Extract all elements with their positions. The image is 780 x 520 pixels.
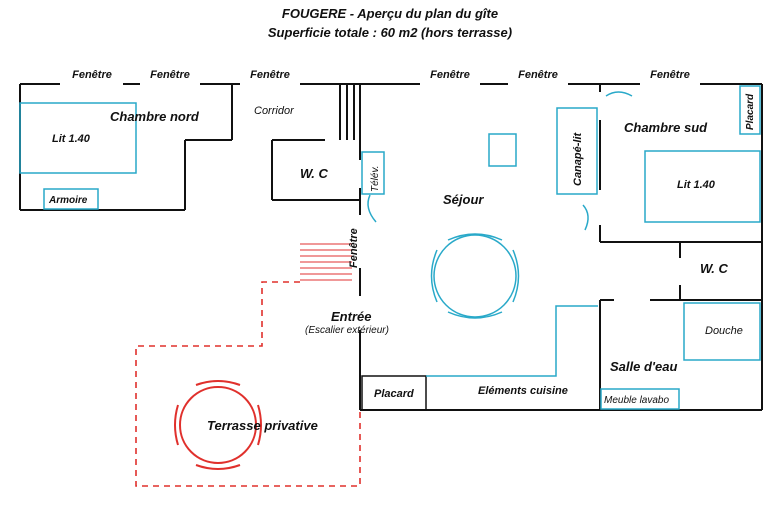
kitchen-label: Eléments cuisine	[478, 385, 568, 397]
vanity-box	[600, 388, 680, 410]
window-label-3: Fenêtre	[250, 69, 290, 81]
armoire-label: Armoire	[48, 195, 88, 206]
window-label-2: Fenêtre	[150, 69, 190, 81]
staircase	[339, 84, 361, 140]
window-label-4: Fenêtre	[430, 69, 470, 81]
placard-label: Placard	[374, 388, 414, 400]
exterior-stairs	[300, 243, 352, 281]
bed-sud	[644, 150, 761, 223]
room-entree: Entrée	[331, 309, 371, 324]
sofa-label: Canapé-lit	[572, 131, 584, 186]
terrace-table	[174, 380, 262, 470]
placard-sud	[739, 85, 761, 135]
chair-bottom	[447, 311, 503, 319]
plan-title: FOUGERE - Aperçu du plan du gîte	[281, 6, 499, 21]
kitchen-counter	[426, 305, 598, 377]
room-wc: W. C	[300, 166, 329, 181]
door-arc-2	[582, 204, 589, 231]
shower-label: Douche	[705, 325, 743, 337]
terrace-label: Terrasse privative	[207, 418, 318, 433]
window-label-5: Fenêtre	[518, 69, 558, 81]
bed-sud-label: Lit 1.40	[677, 179, 716, 191]
plan-subtitle: Superficie totale : 60 m2 (hors terrasse…	[267, 25, 513, 40]
walls	[19, 83, 763, 411]
room-salle-eau: Salle d'eau	[610, 359, 677, 374]
chair-left	[430, 249, 438, 303]
vanity-label: Meuble lavabo	[604, 395, 669, 406]
shower-box	[683, 302, 761, 361]
placard-sud-label: Placard	[745, 93, 756, 130]
door-arc-3	[605, 91, 633, 97]
room-sejour: Séjour	[443, 192, 484, 207]
tv-label: Télév.	[370, 166, 381, 193]
chair-right	[512, 249, 520, 303]
window-label-1: Fenêtre	[72, 69, 112, 81]
bed-nord-label: Lit 1.40	[52, 133, 91, 145]
chair-top	[447, 233, 503, 241]
bed-nord	[19, 102, 137, 174]
window-label-7: Fenêtre	[348, 228, 360, 268]
terrace-outline	[135, 281, 361, 487]
furniture	[19, 85, 761, 411]
room-corridor: Corridor	[254, 105, 295, 117]
table-square	[488, 133, 517, 167]
placard-box	[361, 375, 427, 411]
tv-box	[361, 151, 385, 195]
window-label-6: Fenêtre	[650, 69, 690, 81]
room-chambre-nord: Chambre nord	[110, 109, 200, 124]
dining-table	[433, 234, 517, 318]
sofa-bed	[556, 107, 598, 195]
armoire-box	[43, 188, 99, 210]
room-chambre-sud: Chambre sud	[624, 120, 708, 135]
door-arc-1	[367, 194, 377, 223]
room-wc-2: W. C	[700, 261, 729, 276]
stairs-label: (Escalier extérieur)	[305, 325, 389, 336]
